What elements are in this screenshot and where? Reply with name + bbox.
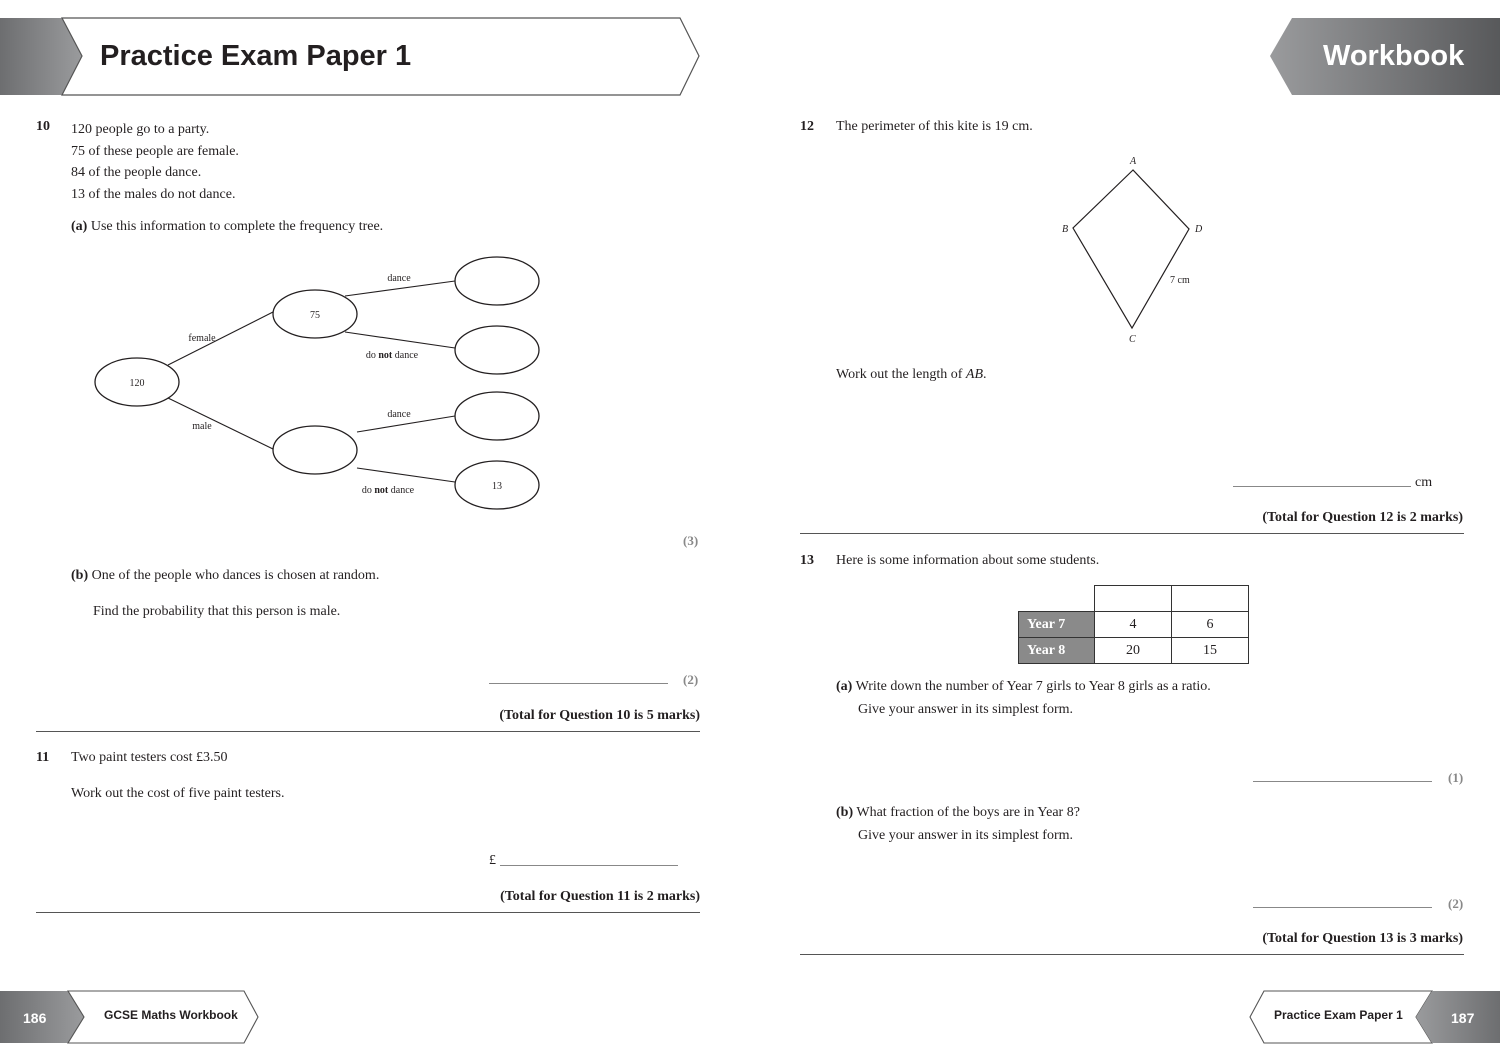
stem-line: 13 of the males do not dance. (71, 186, 236, 202)
total-q10: (Total for Question 10 is 5 marks) (499, 708, 700, 723)
question-10b: (b) One of the people who dances is chos… (71, 568, 379, 584)
question-13-intro: Here is some information about some stud… (836, 553, 1100, 568)
part-label: (a) (836, 679, 853, 694)
table-header-girls: Girls (1171, 585, 1249, 612)
marks-13a: (1) (1448, 770, 1464, 785)
divider (36, 912, 700, 913)
total-q11: (Total for Question 11 is 2 marks) (500, 889, 700, 904)
frequency-tree: 120 75 13 female male dance dance do not… (94, 256, 540, 510)
question-12-line1: The perimeter of this kite is 19 cm. (836, 119, 1033, 134)
kite-diagram: A B C D 7 cm (1062, 156, 1203, 345)
total-q12: (Total for Question 12 is 2 marks) (1262, 510, 1463, 525)
question-13-number: 13 (800, 553, 814, 568)
tree-node-female-not-dance[interactable] (454, 325, 540, 375)
total-q13: (Total for Question 13 is 3 marks) (1262, 931, 1463, 946)
unit-cm: cm (1415, 475, 1433, 490)
students-table: Boys Girls Year 7 4 6 Year 8 20 15 (1018, 585, 1249, 664)
answer-line-11[interactable] (500, 865, 678, 866)
marks-10b: (2) (683, 672, 699, 687)
question-10-number: 10 (36, 119, 50, 134)
footer-title-right: Practice Exam Paper 1 (1274, 1008, 1403, 1022)
table-corner (1019, 586, 1095, 612)
table-row: Year 8 20 15 (1018, 637, 1249, 664)
part-text: One of the people who dances is chosen a… (91, 568, 380, 583)
question-13a: (a) Write down the number of Year 7 girl… (836, 679, 1211, 695)
header-banner-right (1270, 18, 1500, 95)
question-12-number: 12 (800, 119, 814, 134)
divider (800, 954, 1464, 955)
part-label: (b) (836, 805, 854, 820)
answer-line-13b[interactable] (1253, 907, 1432, 908)
table-cell: 20 (1094, 637, 1172, 664)
branch-label-do-not-dance: do not dance (366, 350, 419, 361)
table-header-boys: Boys (1094, 585, 1172, 612)
tree-female-value: 75 (310, 310, 320, 321)
kite-vertex-b: B (1062, 224, 1068, 235)
table-cell: 15 (1171, 637, 1249, 664)
kite-vertex-c: C (1129, 334, 1136, 345)
answer-line-10b[interactable] (489, 683, 668, 684)
answer-line-12[interactable] (1233, 486, 1411, 487)
currency-symbol: £ (489, 853, 496, 868)
branch-label-dance: dance (387, 273, 411, 284)
stem-line: 75 of these people are female. (71, 143, 239, 159)
row-label: Year 7 (1018, 611, 1095, 638)
text: . (983, 367, 987, 382)
part-label: (b) (71, 568, 89, 583)
page-title-right: Workbook (1323, 40, 1465, 72)
divider (800, 533, 1464, 534)
part-text: Write down the number of Year 7 girls to… (855, 679, 1211, 694)
kite-vertex-a: A (1129, 156, 1137, 167)
stem-line: 120 people go to a party. (71, 122, 210, 137)
question-11-line2: Work out the cost of five paint testers. (71, 786, 285, 801)
tree-node-male-not-dance (454, 460, 540, 510)
variable: AB (965, 367, 984, 382)
page-number-right: 187 (1451, 1010, 1475, 1026)
page-title-left: Practice Exam Paper 1 (100, 40, 412, 72)
kite-vertex-d: D (1194, 224, 1203, 235)
part-label: (a) (71, 219, 88, 234)
question-13b-instruction: Give your answer in its simplest form. (858, 828, 1074, 843)
divider (36, 731, 700, 732)
tree-node-female (272, 289, 358, 339)
footer-banner-left (0, 990, 259, 1044)
tree-node-male[interactable] (272, 425, 358, 475)
footer-title-left: GCSE Maths Workbook (104, 1008, 238, 1022)
tree-root-value: 120 (130, 378, 145, 389)
part-text: Use this information to complete the fre… (90, 219, 384, 234)
question-13b: (b) What fraction of the boys are in Yea… (836, 805, 1080, 821)
question-11-line1: Two paint testers cost £3.50 (71, 750, 228, 765)
branch-label-male: male (192, 421, 212, 432)
part-text: What fraction of the boys are in Year 8? (856, 805, 1080, 820)
text: Work out the length of (836, 367, 966, 382)
answer-line-13a[interactable] (1253, 781, 1432, 782)
tree-node-root (94, 357, 180, 407)
table-cell: 6 (1171, 611, 1249, 638)
footer-banner-right (1249, 990, 1500, 1044)
question-10a: (a) Use this information to complete the… (71, 219, 383, 235)
branch-label-dance: dance (387, 409, 411, 420)
kite-side-label: 7 cm (1170, 275, 1190, 286)
header-banner-left (0, 17, 700, 96)
table-cell: 4 (1094, 611, 1172, 638)
tree-node-male-dance[interactable] (454, 391, 540, 441)
question-13a-instruction: Give your answer in its simplest form. (858, 702, 1074, 717)
tree-node-female-dance[interactable] (454, 256, 540, 306)
question-10-stem: 120 people go to a party. 75 of these pe… (71, 119, 239, 205)
tree-male-not-dance-value: 13 (492, 481, 502, 492)
table-row: Year 7 4 6 (1018, 611, 1249, 638)
question-10b-instruction: Find the probability that this person is… (93, 604, 341, 619)
table-header-row: Boys Girls (1019, 585, 1249, 612)
marks-13b: (2) (1448, 896, 1464, 911)
marks-10a: (3) (683, 533, 699, 548)
branch-label-do-not-dance: do not dance (362, 485, 415, 496)
question-12-line2: Work out the length of AB. (836, 367, 987, 383)
page-number-left: 186 (23, 1010, 47, 1026)
stem-line: 84 of the people dance. (71, 165, 202, 180)
branch-label-female: female (188, 333, 216, 344)
question-11-number: 11 (36, 750, 50, 765)
row-label: Year 8 (1018, 637, 1095, 664)
